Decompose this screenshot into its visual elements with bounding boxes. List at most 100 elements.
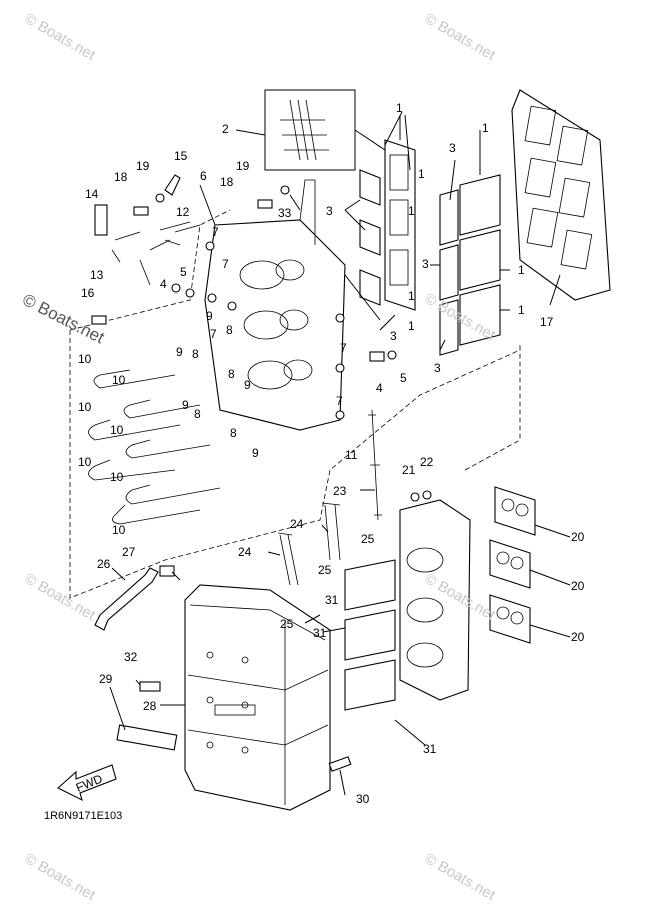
callout-12: 12 <box>176 205 190 219</box>
callout-3b: 3 <box>326 204 333 218</box>
link-rod <box>368 409 382 521</box>
gasket-large <box>511 89 611 301</box>
callout-6: 6 <box>200 169 207 183</box>
callout-4a: 4 <box>160 277 167 291</box>
callout-1e: 1 <box>518 263 525 277</box>
callout-19b: 19 <box>236 159 250 173</box>
callout-33: 33 <box>278 206 292 220</box>
callout-10a: 10 <box>78 352 92 366</box>
callout-23: 23 <box>333 484 347 498</box>
callout-16: 16 <box>81 286 95 300</box>
callout-20b: 20 <box>571 579 585 593</box>
callout-8b: 8 <box>192 347 199 361</box>
callout-31a: 31 <box>325 593 339 607</box>
callout-1d: 1 <box>408 204 415 218</box>
callout-25c: 25 <box>280 617 294 631</box>
drawing-code: 1R6N9171E103 <box>44 810 123 822</box>
left-group-outline-top <box>69 209 231 331</box>
callout-9d: 9 <box>182 398 189 412</box>
hose-clamp <box>159 565 175 577</box>
callout-9c: 9 <box>244 378 251 392</box>
callout-1b: 1 <box>482 121 489 135</box>
callout-27: 27 <box>122 545 136 559</box>
callout-17: 17 <box>540 315 554 329</box>
callout-10d: 10 <box>110 423 124 437</box>
callout-31c: 31 <box>423 742 437 756</box>
detail-inset <box>264 89 386 171</box>
right-group-outline <box>464 350 521 471</box>
callout-13: 13 <box>90 268 104 282</box>
callout-26: 26 <box>97 557 111 571</box>
callout-10f: 10 <box>110 470 124 484</box>
pin <box>328 756 352 772</box>
callout-8d: 8 <box>194 407 201 421</box>
callout-2: 2 <box>222 122 229 136</box>
callout-7b: 7 <box>222 257 229 271</box>
callout-3d: 3 <box>390 329 397 343</box>
fwd-label: FWD <box>74 771 105 794</box>
callout-15: 15 <box>174 149 188 163</box>
brackets <box>277 502 341 586</box>
callout-9a: 9 <box>206 309 213 323</box>
callout-9e: 9 <box>252 446 259 460</box>
callout-25b: 25 <box>318 563 332 577</box>
reed-valve-blocks <box>439 174 501 356</box>
forward-arrow-icon: FWD <box>57 764 117 802</box>
intake-manifold <box>204 179 346 431</box>
callout-3a: 3 <box>449 141 456 155</box>
fasteners <box>91 174 432 502</box>
callout-20a: 20 <box>571 530 585 544</box>
callout-14: 14 <box>85 187 99 201</box>
callout-8a: 8 <box>226 323 233 337</box>
callout-5b: 5 <box>400 371 407 385</box>
callout-22: 22 <box>420 455 434 469</box>
callout-1f: 1 <box>518 303 525 317</box>
callout-21: 21 <box>402 463 416 477</box>
callout-32: 32 <box>124 650 138 664</box>
callout-10e: 10 <box>78 455 92 469</box>
callout-9b: 9 <box>176 345 183 359</box>
callout-29: 29 <box>99 672 113 686</box>
bolt <box>139 681 161 692</box>
callout-7d: 7 <box>340 341 347 355</box>
reed-valve-stack <box>359 139 416 311</box>
callout-24b: 24 <box>238 545 252 559</box>
intake-silencer <box>184 584 331 811</box>
carburetor-assembly <box>344 499 471 711</box>
leader-lines <box>109 111 571 796</box>
callout-3e: 3 <box>434 361 441 375</box>
callout-10g: 10 <box>112 523 126 537</box>
callout-25a: 25 <box>361 532 375 546</box>
callout-30: 30 <box>356 792 370 806</box>
throttle-gaskets <box>489 486 536 644</box>
callout-labels: 1 1 1 1 1 1 1 1 2 3 3 3 3 3 4 4 5 5 6 7 … <box>78 101 585 806</box>
callout-4b: 4 <box>376 381 383 395</box>
callout-1g: 1 <box>408 289 415 303</box>
callout-1h: 1 <box>408 319 415 333</box>
callout-7e: 7 <box>336 394 343 408</box>
callout-8c: 8 <box>228 367 235 381</box>
callout-19a: 19 <box>136 159 150 173</box>
callout-1a: 1 <box>396 101 403 115</box>
callout-18a: 18 <box>114 170 128 184</box>
callout-28: 28 <box>143 699 157 713</box>
callout-20c: 20 <box>571 630 585 644</box>
callout-3c: 3 <box>422 257 429 271</box>
left-group-outline <box>69 330 521 599</box>
callout-1c: 1 <box>418 167 425 181</box>
callout-7c: 7 <box>210 327 217 341</box>
callout-31b: 31 <box>313 626 327 640</box>
callout-24a: 24 <box>290 517 304 531</box>
callout-10c: 10 <box>78 400 92 414</box>
callout-10b: 10 <box>112 373 126 387</box>
callout-5a: 5 <box>180 265 187 279</box>
callout-11: 11 <box>345 448 358 462</box>
hoses <box>88 221 221 525</box>
callout-7a: 7 <box>212 225 219 239</box>
callout-18b: 18 <box>220 175 234 189</box>
drain-pipe <box>94 567 159 631</box>
callout-8e: 8 <box>230 426 237 440</box>
label-plate <box>116 724 178 751</box>
